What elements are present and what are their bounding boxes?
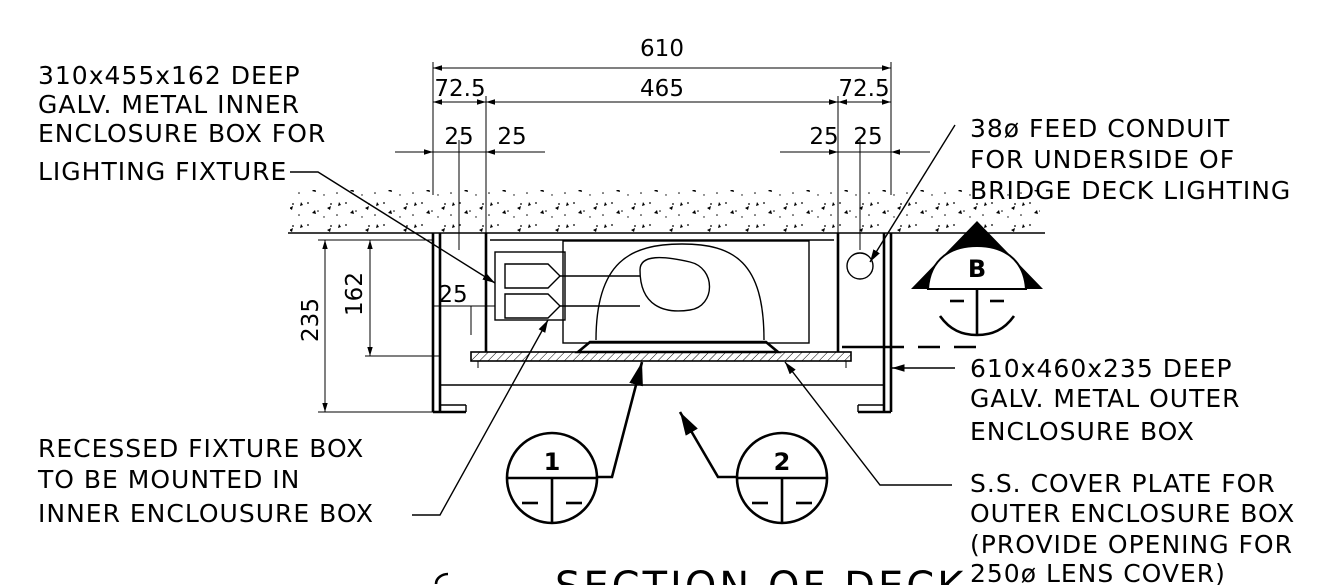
note-line: ENCLOSURE BOX FOR (38, 119, 326, 148)
note-line: S.S. COVER PLATE FOR (970, 469, 1276, 498)
deck-concrete (288, 190, 1045, 234)
note-line: LIGHTING FIXTURE (38, 157, 287, 186)
dim-fixture-offset: 25 (438, 282, 467, 308)
bubble-1-label: 1 (544, 448, 561, 476)
note-line: (PROVIDE OPENING FOR (970, 530, 1293, 559)
dimension-texts: 610 72.5 465 72.5 25 25 25 25 235 162 25 (298, 36, 890, 342)
note-line: 310x455x162 DEEP (38, 61, 301, 90)
note-line: FOR UNDERSIDE OF (970, 145, 1235, 174)
note-cover-plate: S.S. COVER PLATE FOR OUTER ENCLOSURE BOX… (970, 469, 1295, 585)
dim-inset-c: 25 (809, 124, 838, 150)
dim-depth-outer: 235 (298, 298, 324, 342)
bubble-2-label: 2 (774, 448, 791, 476)
note-conduit: 38ø FEED CONDUIT FOR UNDERSIDE OF BRIDGE… (970, 114, 1291, 205)
note-line: 250ø LENS COVER) (970, 559, 1226, 585)
note-line: GALV. METAL OUTER (970, 384, 1241, 413)
dim-side-right: 72.5 (838, 76, 889, 102)
note-line: ENCLOSURE BOX (970, 417, 1195, 446)
inner-enclosure-box (470, 233, 852, 368)
detail-bubble-1: 1 (505, 431, 599, 525)
note-line: 38ø FEED CONDUIT (970, 114, 1230, 143)
note-line: TO BE MOUNTED IN (37, 465, 300, 494)
note-line: INNER ENCLOUSURE BOX (38, 499, 374, 528)
dim-inset-d: 25 (853, 124, 882, 150)
feed-conduit (842, 252, 976, 349)
dim-center: 465 (640, 76, 684, 102)
note-line: BRIDGE DECK LIGHTING (970, 176, 1291, 205)
lighting-fixture (494, 240, 810, 354)
dim-depth-inner: 162 (342, 272, 368, 316)
dimension-lines (318, 62, 930, 413)
dim-overall-width: 610 (640, 36, 684, 62)
note-line: 610x460x235 DEEP (970, 354, 1233, 383)
dim-side-left: 72.5 (434, 76, 485, 102)
note-inner-box: 310x455x162 DEEP GALV. METAL INNER ENCLO… (38, 61, 326, 186)
section-b-label: B (968, 255, 986, 283)
note-line: OUTER ENCLOSURE BOX (970, 499, 1295, 528)
detail-bubble-2: 2 (735, 431, 829, 525)
drawing-title: SECTION OF DECK (555, 564, 966, 585)
dim-inset-a: 25 (444, 124, 473, 150)
title-marker-arc (434, 572, 449, 585)
dim-inset-b: 25 (497, 124, 526, 150)
outer-enclosure-box (431, 233, 893, 414)
note-line: RECESSED FIXTURE BOX (38, 434, 364, 463)
note-recessed-fixture: RECESSED FIXTURE BOX TO BE MOUNTED IN IN… (37, 434, 374, 528)
note-outer-box: 610x460x235 DEEP GALV. METAL OUTER ENCLO… (970, 354, 1241, 446)
section-b-marker: B (911, 221, 1043, 337)
leader-lines (290, 124, 956, 516)
note-line: GALV. METAL INNER (38, 90, 300, 119)
